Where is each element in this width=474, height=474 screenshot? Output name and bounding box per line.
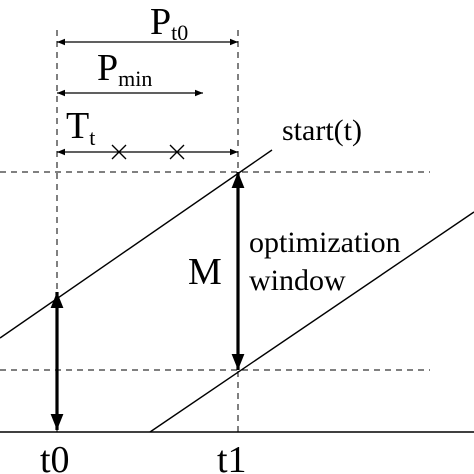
t-t-label: Tt bbox=[66, 105, 95, 150]
p-t0-label: Pt0 bbox=[150, 1, 188, 45]
window-label: window bbox=[249, 264, 346, 297]
optimization-label: optimization bbox=[249, 226, 401, 259]
t0-axis-label: t0 bbox=[40, 439, 70, 474]
t-t-cross-mark-1 bbox=[111, 144, 127, 160]
start-t-label: start(t) bbox=[282, 114, 362, 147]
start-line-upper bbox=[0, 149, 273, 339]
t-t-cross-mark-2 bbox=[169, 144, 185, 160]
p-min-label: Pmin bbox=[97, 47, 152, 91]
m-label: M bbox=[188, 251, 222, 293]
start-line-lower bbox=[149, 211, 474, 433]
t1-axis-label: t1 bbox=[217, 439, 247, 474]
